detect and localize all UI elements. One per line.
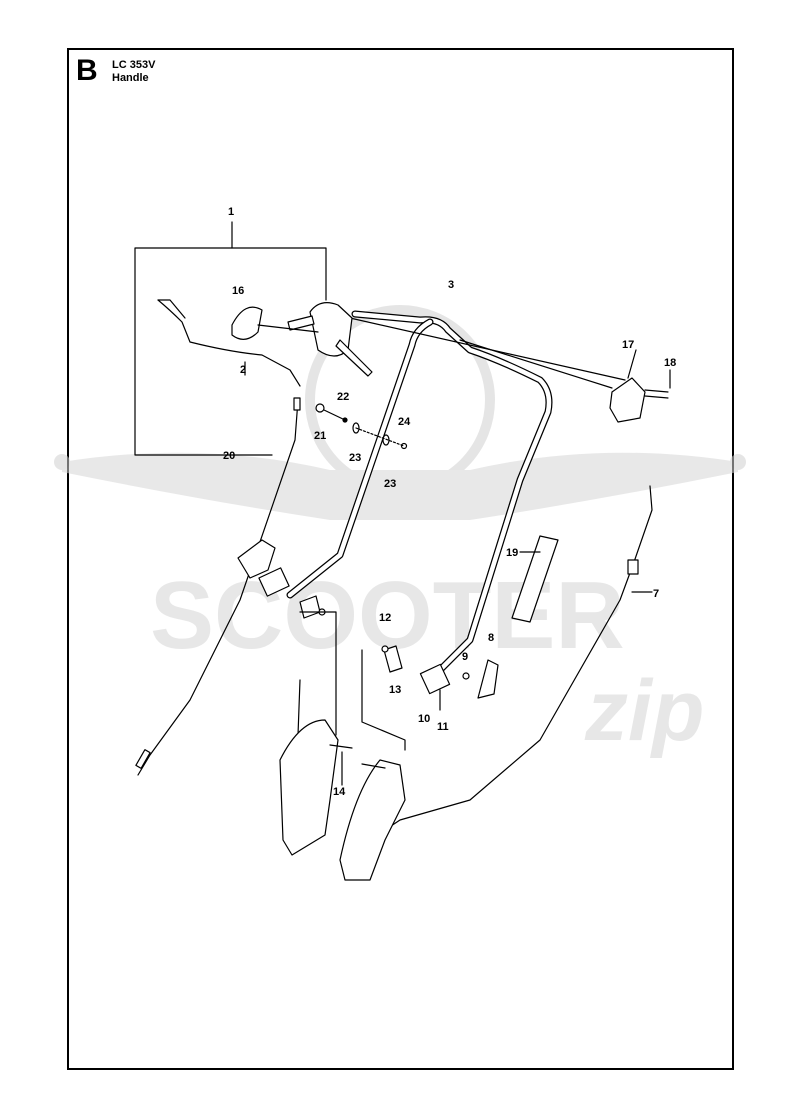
callout-22: 22 (337, 391, 349, 403)
handle-bar-fill (352, 311, 552, 673)
model-label: LC 353V (112, 59, 156, 71)
callout-8: 8 (488, 632, 494, 644)
bolt-14b (361, 763, 386, 769)
cover-part-16 (231, 306, 263, 340)
callout-23-a: 23 (349, 452, 361, 464)
control-lever-left (287, 315, 315, 331)
control-lever-right (335, 339, 373, 377)
cable-20-end-top (293, 397, 301, 411)
cable-20-end-bottom (135, 749, 151, 769)
cable-7 (384, 485, 653, 831)
diagram-frame (67, 48, 734, 1070)
upper-cable-2 (459, 339, 613, 389)
callout-19: 19 (506, 547, 518, 559)
height-plate-right (339, 759, 406, 881)
watermark-scooter-shape (62, 452, 738, 520)
cable-7-clip (627, 559, 639, 575)
lever-8 (477, 659, 499, 699)
callout-24: 24 (398, 416, 411, 428)
nut-24 (400, 442, 408, 450)
detail-bracket-left (299, 611, 337, 736)
screw-18b (644, 395, 669, 399)
watermark-brand-script: zip (584, 663, 704, 759)
watermark-right-dot (730, 454, 746, 470)
callout-labels: 1 16 3 17 18 2 22 24 21 23 23 20 19 7 12… (223, 206, 676, 798)
callout-10: 10 (418, 713, 430, 725)
callout-2: 2 (240, 364, 246, 376)
kit-bracket-1 (134, 221, 273, 456)
detail-bracket-left-2 (297, 679, 301, 736)
bolt-21 (323, 409, 346, 421)
bracket-17 (609, 377, 646, 423)
spring-13 (383, 645, 403, 673)
bail-wire-hook (157, 299, 186, 319)
callout-1: 1 (228, 206, 234, 218)
part-group-label: Handle (112, 72, 149, 84)
callout-3: 3 (448, 279, 454, 291)
kit-bracket-branch (231, 247, 327, 301)
nut-22 (342, 417, 348, 423)
clamp-10 (419, 663, 451, 695)
section-letter: B (76, 54, 98, 87)
callout-20: 20 (223, 450, 235, 462)
callout-7: 7 (653, 588, 659, 600)
callout-9: 9 (462, 651, 468, 663)
bolt-14a (329, 744, 353, 749)
callout-14: 14 (333, 786, 346, 798)
callout-11: 11 (437, 721, 449, 733)
callout-18: 18 (664, 357, 676, 369)
callout-12: 12 (379, 612, 391, 624)
handle-left-tube-fill (287, 319, 433, 598)
watermark-left-dot (54, 454, 70, 470)
knob-left (237, 539, 276, 579)
callout-17: 17 (622, 339, 634, 351)
washer-23b (382, 434, 390, 446)
screw-18a (644, 389, 669, 393)
leader-17 (627, 349, 637, 379)
leader-16 (257, 324, 319, 333)
nut-12 (381, 645, 389, 653)
callout-23-b: 23 (384, 478, 396, 490)
height-plate-left (279, 719, 339, 856)
cable-20 (137, 399, 299, 776)
watermark: SCOOTER zip (54, 305, 746, 759)
grip-19 (511, 535, 559, 623)
washer-9 (462, 672, 470, 680)
callout-13: 13 (389, 684, 401, 696)
detail-bracket-right (361, 649, 406, 751)
callout-21: 21 (314, 430, 326, 442)
clamp-left (258, 567, 290, 597)
callout-16: 16 (232, 285, 244, 297)
washer-21 (315, 403, 325, 413)
hardware-axis (355, 427, 405, 447)
bail-wire (157, 299, 301, 387)
